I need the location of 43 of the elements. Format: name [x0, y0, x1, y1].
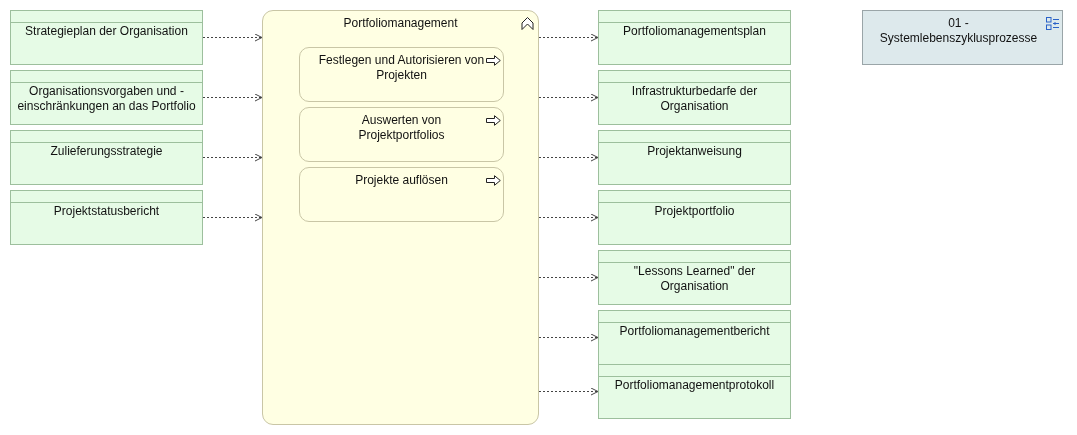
dashed-arrow — [538, 387, 599, 396]
dashed-arrow — [538, 273, 599, 282]
box-label: Portfoliomanagementsplan — [622, 24, 767, 39]
dashed-arrow — [202, 153, 263, 162]
box-label: Projektportfolio — [653, 204, 736, 219]
box-label: Portfoliomanagementbericht — [618, 324, 771, 339]
data-object-box — [10, 70, 203, 125]
data-object-box — [10, 10, 203, 65]
box-label: Infrastrukturbedarfe der Organisation — [630, 84, 759, 114]
box-label: Strategieplan der Organisation — [24, 24, 189, 39]
box-label: Projekte auflösen — [354, 173, 449, 188]
process-box — [299, 167, 504, 222]
data-object-box — [598, 130, 791, 185]
box-label: Portfoliomanagement — [342, 16, 459, 31]
dashed-arrow — [538, 33, 599, 42]
box-label: Festlegen und Autorisieren von Projekten — [318, 53, 485, 83]
dashed-arrow — [202, 33, 263, 42]
data-object-box — [598, 190, 791, 245]
dashed-arrow — [538, 213, 599, 222]
box-label: Projektanweisung — [646, 144, 743, 159]
data-object-box — [10, 130, 203, 185]
process-container — [262, 10, 539, 425]
process-box — [299, 47, 504, 102]
dashed-arrow — [538, 93, 599, 102]
process-box — [299, 107, 504, 162]
box-label: Projektstatusbericht — [52, 204, 161, 219]
box-label: 01 - Systemlebenszyklusprozesse — [878, 16, 1039, 46]
data-object-box — [598, 70, 791, 125]
box-label: Portfoliomanagementprotokoll — [613, 378, 776, 393]
box-label: "Lessons Learned" der Organisation — [632, 264, 757, 294]
process-group-box — [862, 10, 1063, 65]
box-label: Zulieferungsstrategie — [49, 144, 164, 159]
data-object-box — [598, 364, 791, 419]
box-label: Auswerten von Projektportfolios — [357, 113, 446, 143]
data-object-box — [598, 310, 791, 365]
dashed-arrow — [202, 93, 263, 102]
dashed-arrow — [202, 213, 263, 222]
box-label: Organisationsvorgaben und -einschränkungen an das Portfolio — [16, 84, 197, 114]
data-object-box — [598, 10, 791, 65]
dashed-arrow — [538, 153, 599, 162]
data-object-box — [10, 190, 203, 245]
dashed-arrow — [538, 333, 599, 342]
data-object-box — [598, 250, 791, 305]
